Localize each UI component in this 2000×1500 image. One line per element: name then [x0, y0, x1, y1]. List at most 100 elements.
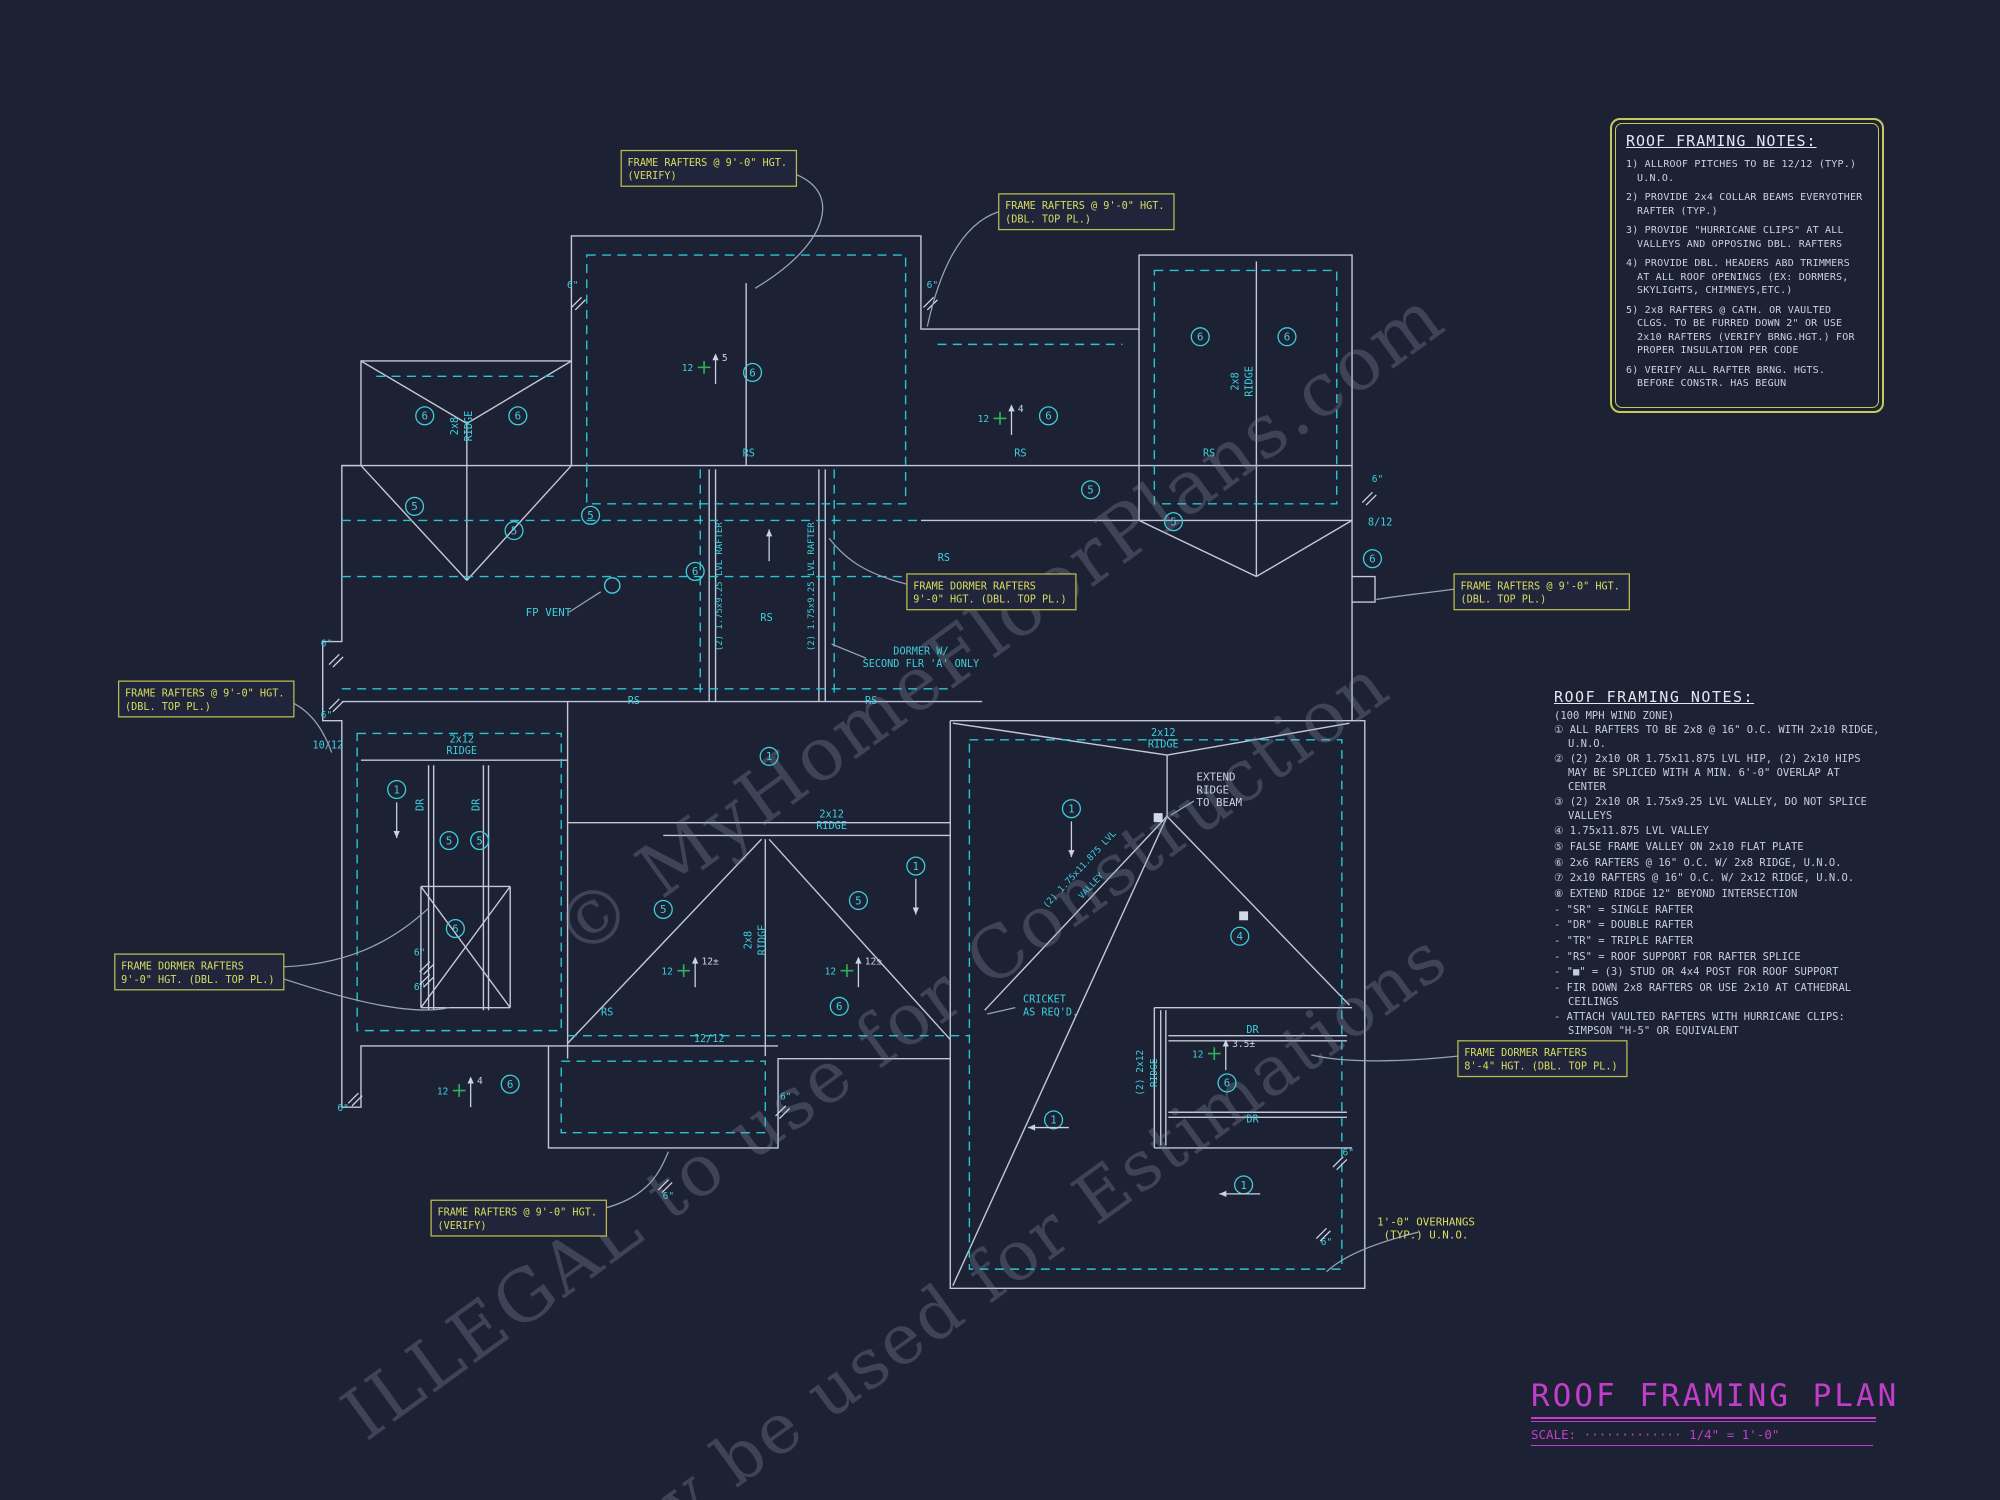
annotation-label: 6" — [321, 639, 333, 650]
arrow-head — [1222, 1039, 1229, 1047]
dashed-left-middle — [356, 732, 562, 1032]
annotation-label: RS — [628, 696, 640, 707]
callout-text: FRAME DORMER RAFTERS — [121, 961, 244, 972]
circled-ref: 6 — [1038, 406, 1059, 426]
circled-ref: 5 — [848, 890, 868, 911]
annotation-label: (2) 1.75x9.25 LVL RAFTER — [807, 522, 817, 651]
note-item: ② (2) 2x10 OR 1.75x11.875 LVL HIP, (2) 2… — [1554, 753, 1861, 793]
annotation-label: DR — [472, 798, 483, 811]
callout-text: 9'-0" HGT. (DBL. TOP PL.) — [913, 595, 1066, 606]
slope-cross — [697, 360, 711, 374]
annotation-label: RS — [1203, 449, 1215, 460]
circled-ref-circle — [1230, 926, 1250, 946]
annotation-label: CRICKET — [1023, 995, 1066, 1006]
callout-text: FRAME DORMER RAFTERS — [913, 581, 1036, 592]
leader-layer — [262, 591, 1419, 1273]
note-item: - "■" = (3) STUD OR 4x4 POST FOR ROOF SU… — [1554, 966, 1839, 979]
watermark-line: © MyHomeFloorPlans.com — [539, 273, 1460, 975]
direction-arrow — [1028, 1124, 1069, 1131]
overhang-tick — [1361, 491, 1377, 506]
slope-marker: 124 — [437, 1076, 483, 1108]
extend-ridge-leader — [1170, 800, 1195, 816]
circled-ref-circle — [653, 899, 673, 920]
callout-box — [1457, 1040, 1628, 1078]
circled-ref: 6 — [1190, 327, 1210, 347]
note-item: 3) PROVIDE "HURRICANE CLIPS" AT ALL VALL… — [1626, 225, 1844, 250]
circled-ref-number: 1 — [393, 783, 400, 796]
circled-ref: 6 — [742, 362, 763, 383]
circled-ref-number: 5 — [1170, 516, 1177, 529]
dashed-top-right — [1153, 269, 1338, 505]
callout-box — [620, 149, 798, 187]
circled-ref: 5 — [504, 521, 524, 541]
note-item: - "DR" = DOUBLE RAFTER — [1554, 919, 1694, 932]
post-marker — [1153, 813, 1163, 823]
overhang-tick — [347, 1092, 363, 1107]
double-rafters-left — [427, 765, 490, 1011]
note-item: - "SR" = SINGLE RAFTER — [1554, 903, 1694, 916]
callout-text: FRAME RAFTERS @ 9'-0" HGT. — [628, 158, 787, 169]
annotation-label: 6" — [337, 1103, 349, 1114]
title-underline-2 — [1531, 1421, 1876, 1422]
circled-ref-circle — [1080, 480, 1101, 500]
dashed-top-center — [586, 254, 907, 505]
circled-ref-number: 6 — [507, 1078, 514, 1091]
annotation-label: DR — [415, 798, 426, 811]
callout-text: (DBL. TOP PL.) — [1460, 595, 1546, 606]
circled-ref-number: 5 — [587, 509, 594, 522]
arrow-head — [912, 907, 919, 915]
circled-ref-number: 6 — [421, 410, 428, 423]
slope-marker: 125 — [682, 353, 728, 384]
circled-ref: 5 — [439, 830, 459, 851]
annotation-label: 6" — [414, 982, 426, 993]
slope-rise: 12± — [865, 956, 882, 967]
annotation-label: RIDGE — [1245, 366, 1256, 397]
circled-ref-number: 1 — [1240, 1179, 1247, 1192]
overhang-tick — [1332, 1156, 1348, 1171]
note-item: - "TR" = TRIPLE RAFTER — [1554, 934, 1694, 947]
circled-ref-number: 6 — [452, 922, 459, 935]
annotation-label: TO BEAM — [1196, 796, 1242, 809]
overhang-tick — [419, 974, 435, 988]
dashed-bottom-center — [560, 1060, 767, 1134]
annotation-label: DORMER W/ — [893, 646, 948, 657]
callout-leader — [754, 169, 824, 289]
circled-ref-circle — [1362, 549, 1383, 569]
annotation-label: 10/12 — [312, 741, 343, 752]
circled-ref-circle — [1277, 327, 1297, 347]
overhang-tick — [1315, 1227, 1331, 1242]
annotation-label: 2x8 — [450, 417, 461, 435]
framing-notes-list: ① ALL RAFTERS TO BE 2x8 @ 16" O.C. WITH … — [1554, 724, 1884, 1038]
circled-ref-number: 1 — [1050, 1114, 1057, 1127]
circled-ref-number: 1 — [1068, 802, 1075, 815]
circled-ref-circle — [1190, 327, 1210, 347]
left-dormer-frame — [420, 885, 511, 1009]
dashed-dormer-verticals — [699, 469, 835, 699]
callout-box — [117, 680, 295, 718]
circled-ref: 1 — [759, 746, 779, 766]
annotation-label: 6" — [567, 280, 579, 291]
arrow-head — [1028, 1124, 1036, 1131]
slope-marker: 124 — [978, 404, 1024, 435]
annotation-label: 6" — [663, 1191, 675, 1202]
circled-ref-circle — [415, 406, 435, 426]
arrow-head — [692, 956, 699, 964]
note-item: ④ 1.75x11.875 LVL VALLEY — [1554, 825, 1709, 838]
circled-ref-number: 4 — [1237, 930, 1244, 943]
circled-ref: 5 — [1080, 480, 1101, 500]
annotation-label: RS — [601, 1007, 613, 1018]
annotation-label: EXTEND — [1196, 771, 1235, 784]
annotation-label: DR — [1246, 1114, 1259, 1125]
annotation-label: RIDGE — [816, 821, 847, 832]
circled-ref-number: 6 — [692, 565, 699, 578]
callout-box — [998, 193, 1175, 231]
arrow-head — [1008, 404, 1015, 412]
circled-ref: 6 — [685, 561, 705, 581]
annotation-label: RS — [760, 613, 772, 624]
annotation-label: AS REQ'D. — [1023, 1007, 1078, 1018]
building-perimeter — [322, 235, 1366, 1289]
annotation-label: RS — [865, 696, 877, 707]
arrow-head — [712, 353, 719, 361]
